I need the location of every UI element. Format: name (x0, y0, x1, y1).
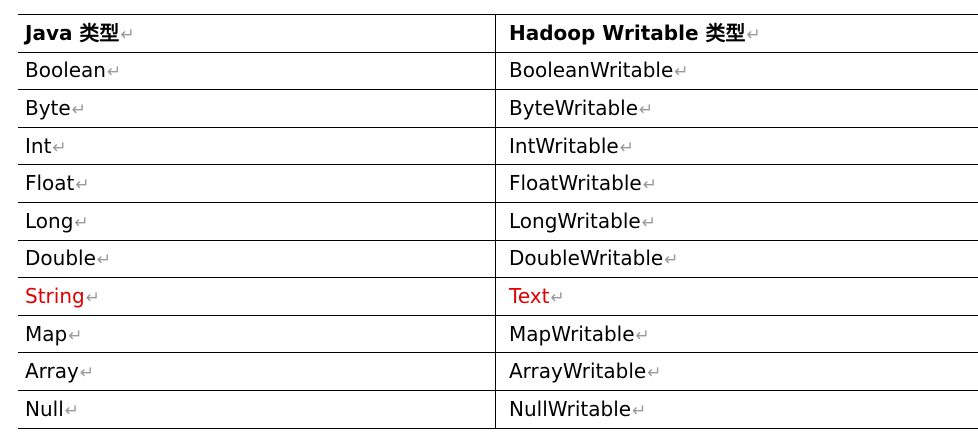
paragraph-mark-icon: ↵ (68, 325, 83, 346)
hadoop-type-text: FloatWritable (509, 171, 642, 196)
java-type-text: Int (25, 133, 52, 158)
paragraph-mark-icon: ↵ (75, 175, 90, 196)
hadoop-type-text: LongWritable (509, 208, 641, 233)
java-type-text: Byte (25, 95, 71, 120)
hadoop-type-text: IntWritable (509, 133, 619, 158)
hadoop-type-text-highlighted: Text (509, 283, 550, 308)
paragraph-mark-icon: ↵ (96, 250, 112, 271)
hadoop-type-cell: ArrayWritable↵ (495, 352, 978, 391)
hadoop-type-text: DoubleWritable (509, 246, 664, 271)
java-type-cell: Map↵ (18, 314, 496, 354)
java-type-cell: Long↵ (18, 201, 496, 241)
table-row: Double↵ DoubleWritable↵ ↵ (18, 239, 978, 279)
paragraph-mark-icon: ↵ (632, 400, 647, 421)
hadoop-type-text: NullWritable (509, 396, 632, 421)
paragraph-mark-icon: ↵ (107, 62, 122, 83)
type-mapping-table: Java 类型↵ Hadoop Writable 类型↵ ↵ Boolean↵ … (18, 14, 978, 429)
java-type-cell: Array↵ (18, 352, 496, 391)
java-type-cell: Null↵ (18, 389, 496, 429)
hadoop-type-text: BooleanWritable (509, 58, 674, 83)
java-type-cell: Int↵ (18, 126, 496, 166)
table-row: Array↵ ArrayWritable↵ ↵ (18, 352, 978, 391)
paragraph-mark-icon: ↵ (52, 137, 67, 158)
paragraph-mark-icon: ↵ (635, 325, 650, 346)
java-type-text-highlighted: String (25, 283, 85, 308)
table-header-row: Java 类型↵ Hadoop Writable 类型↵ ↵ (18, 14, 978, 53)
paragraph-mark-icon: ↵ (664, 250, 679, 271)
java-type-text: Boolean (25, 58, 106, 83)
hadoop-type-cell: DoubleWritable↵ (495, 239, 978, 279)
table-row: Float↵ FloatWritable↵ ↵ (18, 164, 978, 203)
java-type-cell: Boolean↵ (18, 51, 496, 91)
paragraph-mark-icon: ↵ (619, 137, 634, 158)
java-type-text: Long (25, 208, 74, 233)
paragraph-mark-icon: ↵ (746, 24, 761, 45)
table-row: String↵ Text↵ ↵ (18, 277, 978, 316)
paragraph-mark-icon: ↵ (647, 363, 662, 384)
paragraph-mark-icon: ↵ (85, 287, 100, 308)
hadoop-type-cell: LongWritable↵ (495, 201, 978, 241)
paragraph-mark-icon: ↵ (79, 363, 95, 384)
java-type-cell: Byte↵ (18, 89, 496, 128)
java-type-text: Null (25, 396, 64, 421)
hadoop-type-cell: FloatWritable↵ (495, 164, 978, 203)
header-cell-java: Java 类型↵ (18, 14, 496, 53)
java-type-text: Double (25, 246, 96, 271)
hadoop-type-cell: Text↵ (495, 277, 978, 316)
paragraph-mark-icon: ↵ (550, 287, 565, 308)
paragraph-mark-icon: ↵ (64, 400, 79, 421)
paragraph-mark-icon: ↵ (120, 24, 135, 45)
table-row: Null↵ NullWritable↵ ↵ (18, 389, 978, 429)
table-row: Boolean↵ BooleanWritable↵ ↵ (18, 51, 978, 91)
java-type-text: Float (25, 171, 75, 196)
paragraph-mark-icon: ↵ (641, 212, 656, 233)
header-cell-hadoop: Hadoop Writable 类型↵ (495, 14, 978, 53)
hadoop-type-text: ArrayWritable (509, 359, 647, 384)
java-type-cell: Float↵ (18, 164, 496, 203)
hadoop-type-text: ByteWritable (509, 95, 639, 120)
header-java-label: Java 类型 (25, 20, 120, 45)
table-row: Byte↵ ByteWritable↵ ↵ (18, 89, 978, 128)
paragraph-mark-icon: ↵ (74, 212, 89, 233)
table-row: Long↵ LongWritable↵ ↵ (18, 201, 978, 241)
header-hadoop-label: Hadoop Writable 类型 (509, 20, 746, 45)
paragraph-mark-icon: ↵ (71, 99, 86, 120)
hadoop-type-cell: NullWritable↵ (495, 389, 978, 429)
hadoop-type-cell: BooleanWritable↵ (495, 51, 978, 91)
hadoop-type-text: MapWritable (509, 321, 635, 346)
table-row: Int↵ IntWritable↵ ↵ (18, 126, 978, 166)
hadoop-type-cell: ByteWritable↵ (495, 89, 978, 128)
table-row: Map↵ MapWritable↵ ↵ (18, 314, 978, 354)
java-type-cell: String↵ (18, 277, 496, 316)
java-type-cell: Double↵ (18, 239, 496, 279)
hadoop-type-cell: IntWritable↵ (495, 126, 978, 166)
hadoop-type-cell: MapWritable↵ (495, 314, 978, 354)
java-type-text: Map (25, 321, 68, 346)
paragraph-mark-icon: ↵ (642, 175, 657, 196)
java-type-text: Array (25, 359, 79, 384)
paragraph-mark-icon: ↵ (674, 62, 689, 83)
paragraph-mark-icon: ↵ (639, 99, 654, 120)
